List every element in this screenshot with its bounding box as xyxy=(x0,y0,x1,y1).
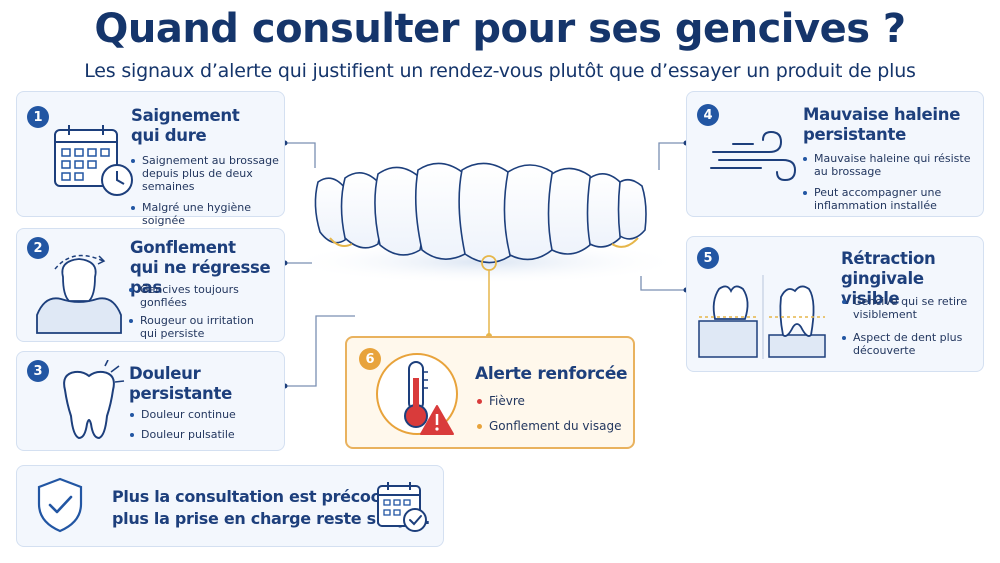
card-title: Douleur persistante xyxy=(129,364,232,403)
gum-recession-icon xyxy=(698,275,826,359)
alert-item-fievre: Fièvre xyxy=(477,394,525,408)
page-subtitle: Les signaux d’alerte qui justifient un r… xyxy=(84,60,916,82)
bottom-message: Plus la consultation est précoce, plus l… xyxy=(112,487,431,528)
thermometer-warning-icon xyxy=(376,353,458,435)
alert-title: Alerte renforcée xyxy=(475,364,628,384)
card-number: 3 xyxy=(27,360,49,382)
calendar-check-icon xyxy=(377,482,427,532)
card-title: Rétraction gingivale visible xyxy=(841,249,936,308)
bottom-banner: Plus la consultation est précoce, plus l… xyxy=(16,465,444,547)
breath-wind-icon xyxy=(710,130,797,182)
list-item: Malgré une hygiène soignée xyxy=(131,201,284,227)
calendar-clock-icon xyxy=(54,125,133,196)
alert-card: 6 Alerte renforcée Fièvre Gonflement du … xyxy=(345,336,635,449)
card-title: Saignement qui dure xyxy=(131,106,240,145)
list-item: Gencives toujours gonflées xyxy=(129,283,284,309)
card-number: 1 xyxy=(27,106,49,128)
shield-check-icon xyxy=(37,477,83,533)
card-number: 2 xyxy=(27,237,49,259)
card-retraction: 5 Rétraction gingivale visible Gencive q… xyxy=(686,236,984,372)
card-douleur: 3 Douleur persistante Douleur continue D… xyxy=(16,351,285,451)
alert-item-gonflement: Gonflement du visage xyxy=(477,419,621,433)
tooth-pain-icon xyxy=(63,360,125,440)
list-item: Douleur continue xyxy=(130,408,236,421)
card-haleine: 4 Mauvaise haleine persistante Mauvaise … xyxy=(686,91,984,217)
list-item: Douleur pulsatile xyxy=(130,428,236,441)
swollen-gum-icon xyxy=(36,254,122,334)
card-title: Mauvaise haleine persistante xyxy=(803,105,961,144)
card-bullets: Gencives toujours gonflées Rougeur ou ir… xyxy=(129,283,284,345)
card-bullets: Douleur continue Douleur pulsatile xyxy=(130,408,236,446)
alert-number: 6 xyxy=(359,348,381,370)
page-title: Quand consulter pour ses gencives ? xyxy=(94,6,906,52)
card-saignement: 1 Saignement qui dure Saignement au bros… xyxy=(16,91,285,227)
card-title: Gonflement qui ne régresse pas xyxy=(130,238,271,297)
card-number: 5 xyxy=(697,247,719,269)
card-gonflement: 2 Gonflement qui ne régresse pas Gencive… xyxy=(16,228,285,342)
card-number: 4 xyxy=(697,104,719,126)
